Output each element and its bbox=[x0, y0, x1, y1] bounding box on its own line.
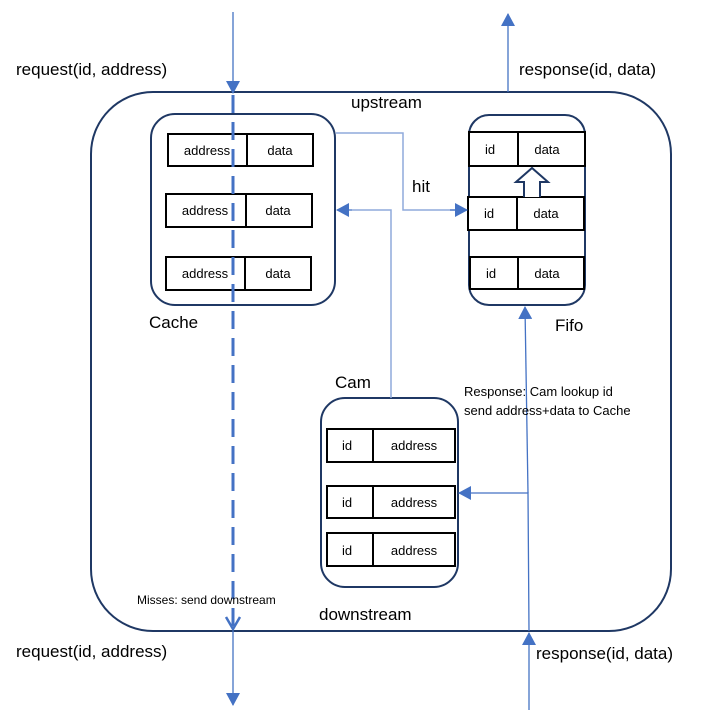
downstream-label: downstream bbox=[319, 605, 412, 624]
cache-title: Cache bbox=[149, 313, 198, 332]
fifo-title: Fifo bbox=[555, 316, 583, 335]
svg-text:id: id bbox=[484, 206, 494, 221]
response-to-cam-path bbox=[470, 492, 530, 632]
cam-row: id address bbox=[326, 532, 456, 567]
cache-cell-address: address bbox=[182, 266, 229, 281]
svg-text:id: id bbox=[342, 495, 352, 510]
svg-text:address: address bbox=[391, 543, 438, 558]
hit-label: hit bbox=[412, 177, 430, 196]
fifo-block: id data id data id data Fifo bbox=[467, 114, 586, 335]
fifo-row: id data bbox=[467, 196, 585, 231]
response-note-line1: Response: Cam lookup id bbox=[464, 384, 613, 399]
cache-cell-data: data bbox=[265, 203, 291, 218]
cache-box bbox=[150, 113, 336, 306]
fifo-shift-up-arrow-icon bbox=[513, 166, 551, 197]
fifo-row: id data bbox=[468, 131, 586, 167]
svg-text:data: data bbox=[534, 142, 560, 157]
svg-text:id: id bbox=[486, 266, 496, 281]
cache-block: address data address data address data C… bbox=[149, 113, 336, 332]
upstream-label: upstream bbox=[351, 93, 422, 112]
svg-text:address: address bbox=[391, 438, 438, 453]
request-top-label: request(id, address) bbox=[16, 60, 167, 79]
svg-text:address: address bbox=[391, 495, 438, 510]
misses-label: Misses: send downstream bbox=[137, 593, 276, 607]
svg-text:id: id bbox=[342, 438, 352, 453]
response-top-label: response(id, data) bbox=[519, 60, 656, 79]
fifo-row: id data bbox=[469, 256, 585, 290]
response-to-fifo-path bbox=[518, 306, 533, 494]
cache-row: address data bbox=[165, 256, 312, 291]
cam-row: id address bbox=[326, 485, 456, 519]
cam-to-cache-path bbox=[352, 209, 392, 398]
response-bottom-label: response(id, data) bbox=[536, 644, 673, 663]
miss-chevron-icon bbox=[224, 616, 242, 632]
cam-title: Cam bbox=[335, 373, 371, 392]
cache-cell-address: address bbox=[184, 143, 231, 158]
svg-text:data: data bbox=[533, 206, 559, 221]
svg-text:id: id bbox=[485, 142, 495, 157]
request-bottom-label: request(id, address) bbox=[16, 642, 167, 661]
cam-row: id address bbox=[326, 428, 456, 463]
svg-text:id: id bbox=[342, 543, 352, 558]
cam-block: id address id address id address Cam bbox=[320, 373, 459, 588]
hit-path bbox=[336, 132, 466, 211]
cache-row: address data bbox=[165, 193, 313, 228]
cache-row: address data bbox=[167, 133, 314, 167]
cache-cell-data: data bbox=[267, 143, 293, 158]
cache-cell-address: address bbox=[182, 203, 229, 218]
cache-cell-data: data bbox=[265, 266, 291, 281]
module-boundary bbox=[90, 91, 672, 632]
response-note-line2: send address+data to Cache bbox=[464, 403, 631, 418]
svg-text:data: data bbox=[534, 266, 560, 281]
